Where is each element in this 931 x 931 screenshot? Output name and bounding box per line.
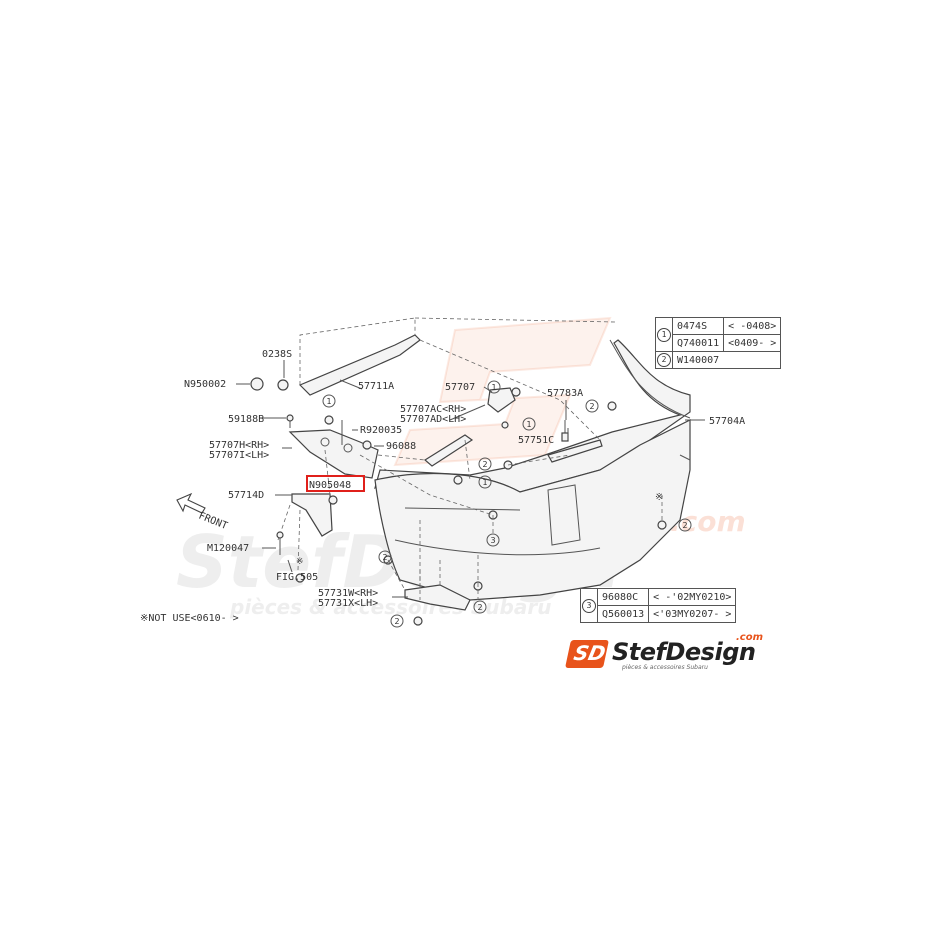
table-cell: <0409- > [723,334,782,352]
label-59188b: 59188B [228,414,264,425]
ref-2-icon: 2 [378,550,392,564]
rail-57783a [547,420,603,463]
watermark-tagline: pièces & accessoires Subaru [230,595,552,619]
ref-1-icon: 1 [487,380,501,394]
ref-2-icon: 2 [657,353,671,367]
upper-support-57711a [298,317,616,441]
label-57783a: 57783A [547,388,583,399]
svg-text:2: 2 [478,603,483,612]
label-57707ad: 57707AD<LH> [400,414,466,425]
svg-text:1: 1 [483,478,488,487]
svg-text:1: 1 [327,397,332,406]
guide-lines [324,449,663,600]
label-57704a: 57704A [709,416,745,427]
table-row: Q740011 <0409- > [656,334,782,352]
ref-2-icon: 2 [585,399,599,413]
label-57714d: 57714D [228,490,264,501]
label-57731x: 57731X<LH> [318,598,378,609]
highlight-box [306,475,365,492]
label-not-use: ※NOT USE<0610- > [140,613,239,624]
inner-bracket-57707ac [423,387,516,481]
svg-text:2: 2 [395,617,400,626]
table-cell: < -0408> [723,317,782,335]
label-57707h: 57707H<RH> [209,440,269,451]
svg-text:3: 3 [491,536,496,545]
front-arrow-icon [176,492,206,514]
table-row: 2 W140007 [655,351,782,369]
ref-3-icon: 3 [582,598,596,613]
label-r920035: R920035 [360,425,402,436]
logo-com: .com [736,632,764,643]
logo-tagline: pièces & accessoires Subaru [622,664,708,671]
ref-2-icon: 2 [473,600,487,614]
svg-text:2: 2 [590,402,595,411]
table-cell: 96080C [596,588,650,606]
ref-2-icon: 2 [678,518,692,532]
ref-1-icon: 1 [522,417,536,431]
label-m120047: M120047 [207,543,249,554]
fasteners [250,377,667,626]
label-n905048: N905048 [309,480,351,491]
table-cell: < -'02MY0210> [648,588,737,606]
watermark-com: .com [670,505,746,538]
ref-2-icon: 2 [390,614,404,628]
brand-logo: SD StefDesign .com pièces & accessoires … [565,632,790,672]
ref-1-icon: 1 [322,394,336,408]
table-cell: Q740011 [671,334,725,352]
bumper-cover [374,339,691,601]
label-0238s: 0238S [262,349,292,360]
label-57751c: 57751C [518,435,554,446]
side-bracket-57707h [288,429,379,479]
svg-text:2: 2 [683,521,688,530]
ref-1-icon: 1 [657,327,671,342]
svg-text:1: 1 [492,383,497,392]
table-cell: Q560013 [596,605,650,623]
label-n950002: N950002 [184,379,226,390]
table-row: 3 96080C < -'02MY0210> [580,588,737,623]
table-row: Q560013 <'03MY0207- > [581,605,737,623]
label-fig505: FIG.505 [276,572,318,583]
label-57707: 57707 [445,382,475,393]
ref-1-icon: 1 [478,475,492,489]
ref-2-icon: 2 [478,457,492,471]
circled-refs: 1 1 1 1 2 2 2 2 2 2 3 [322,380,692,628]
table-cell: W140007 [671,351,782,369]
logo-name: StefDesign [612,638,756,666]
table-cell: 0474S [671,317,725,335]
svg-text:1: 1 [527,420,532,429]
legend-table-1: 1 0474S < -0408> Q740011 <0409- > 2 W140… [655,317,782,369]
svg-text:2: 2 [383,553,388,562]
logo-mark-icon: SD [565,640,609,668]
label-57711a: 57711A [358,381,394,392]
legend-table-2: 3 96080C < -'02MY0210> Q560013 <'03MY020… [580,588,737,623]
label-57707i: 57707I<LH> [209,450,269,461]
label-57707ac: 57707AC<RH> [400,404,466,415]
svg-text:2: 2 [483,460,488,469]
ref-3-icon: 3 [486,533,500,547]
table-cell: <'03MY0207- > [648,605,737,623]
front-label: FRONT [197,511,229,532]
label-57731w: 57731W<RH> [318,588,378,599]
table-row: 1 0474S < -0408> [655,317,782,352]
asterisk-icon: ※ [296,556,304,566]
lower-bracket-57714d [277,493,333,571]
asterisk-icon: ※ [655,492,663,503]
label-96088: 96088 [386,441,416,452]
